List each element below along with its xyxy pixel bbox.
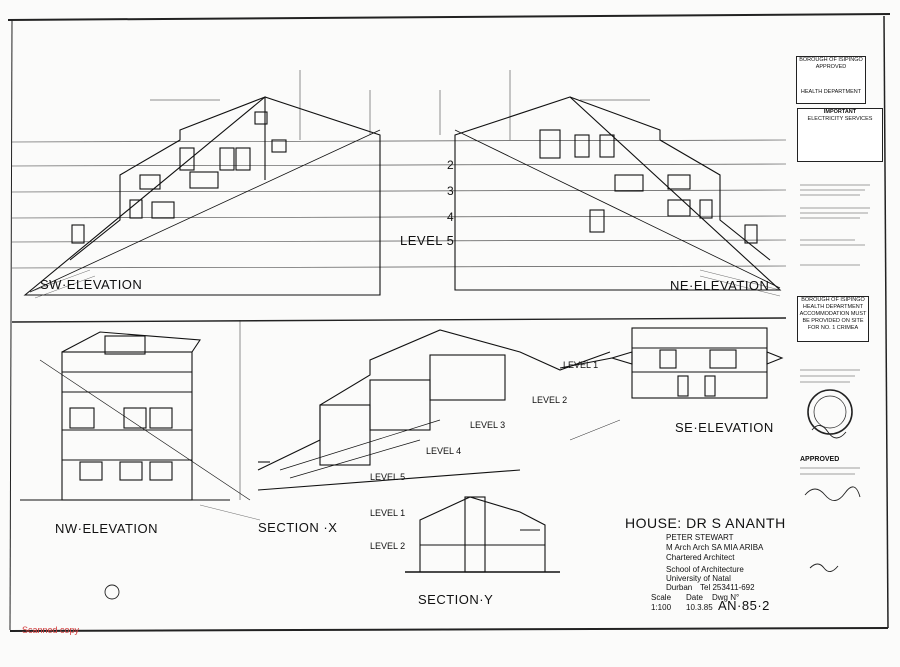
architect-role: Chartered Architect [666,553,735,562]
section-x-level-4: LEVEL 4 [426,446,462,456]
electricity-stamp-line-1: IMPORTANT [823,109,857,115]
nw-elevation-house [20,331,251,501]
section-x-level-2: LEVEL 2 [532,395,568,405]
section-y [405,496,560,573]
level-3-marker: 3 [447,184,454,198]
section-x-title: SECTION ·X [258,520,338,535]
architect-name: PETER STEWART [666,533,734,542]
section-y-level-2: LEVEL 2 [370,541,406,551]
school-name: School of Architecture [666,565,744,574]
ne-elevation-title: NE·ELEVATION [670,278,770,293]
section-y-level-1: LEVEL 1 [370,508,406,518]
borough-approval-stamp: BOROUGH OF ISIPINGO APPROVED HEALTH DEPA… [796,56,866,104]
scale-label: Scale [651,593,672,602]
sheet-border [7,13,891,632]
level-5-marker: LEVEL 5 [400,233,455,248]
borough-stamp-line-3: HEALTH DEPARTMENT [800,89,862,95]
project-title: HOUSE: DR S ANANTH [625,515,786,531]
signature-marks [104,425,861,600]
sw-elevation-house [23,96,381,296]
scanned-copy-note: Scanned copy [22,625,80,635]
drawing-number-label: Dwg N° [712,593,740,602]
dimension-lines [150,70,650,500]
section-x-level-5: LEVEL 5 [370,472,406,482]
sw-elevation-title: SW·ELEVATION [40,277,143,292]
electricity-stamp-line-2: ELECTRICITY SERVICES [807,116,873,122]
section-x [257,329,611,491]
date-label: Date [686,593,703,602]
architect-qualifications: M Arch Arch SA MIA ARIBA [666,543,764,552]
date-value: 10.3.85 [686,603,713,612]
approved-stamp-label: APPROVED [800,456,840,463]
section-y-title: SECTION·Y [418,592,494,607]
level-4-marker: 4 [447,210,454,224]
drawing-number: AN·85·2 [718,598,770,613]
ne-elevation-house [454,96,782,291]
city-name: Durban [666,583,693,592]
level-datum-lines [11,139,787,269]
se-elevation-title: SE·ELEVATION [675,420,774,435]
level-2-marker: 2 [447,158,454,172]
borough-stamp-line-1: BOROUGH OF ISIPINGO [799,57,863,63]
borough-stamp-line-2: APPROVED [815,64,847,70]
electricity-services-stamp: IMPORTANT ELECTRICITY SERVICES [797,108,883,162]
scale-value: 1:100 [651,603,672,612]
health-stamp-line-2: HEALTH DEPARTMENT [802,304,864,310]
health-stamp-line-1: BOROUGH OF ISIPINGO [801,297,865,303]
right-margin-notes [800,184,870,475]
telephone: Tel 253411-692 [700,583,755,592]
health-stamp-line-3: ACCOMMODATION MUST BE PROVIDED ON SITE F… [799,311,867,331]
section-x-level-3: LEVEL 3 [470,420,506,430]
site-fill-hatching [29,269,781,521]
approval-circle-stamp [807,389,853,435]
university-name: University of Natal [666,574,731,583]
health-department-stamp: BOROUGH OF ISIPINGO HEALTH DEPARTMENT AC… [797,296,869,342]
se-elevation-house [559,327,784,399]
nw-elevation-title: NW·ELEVATION [55,521,159,536]
section-x-level-1: LEVEL 1 [563,360,599,370]
